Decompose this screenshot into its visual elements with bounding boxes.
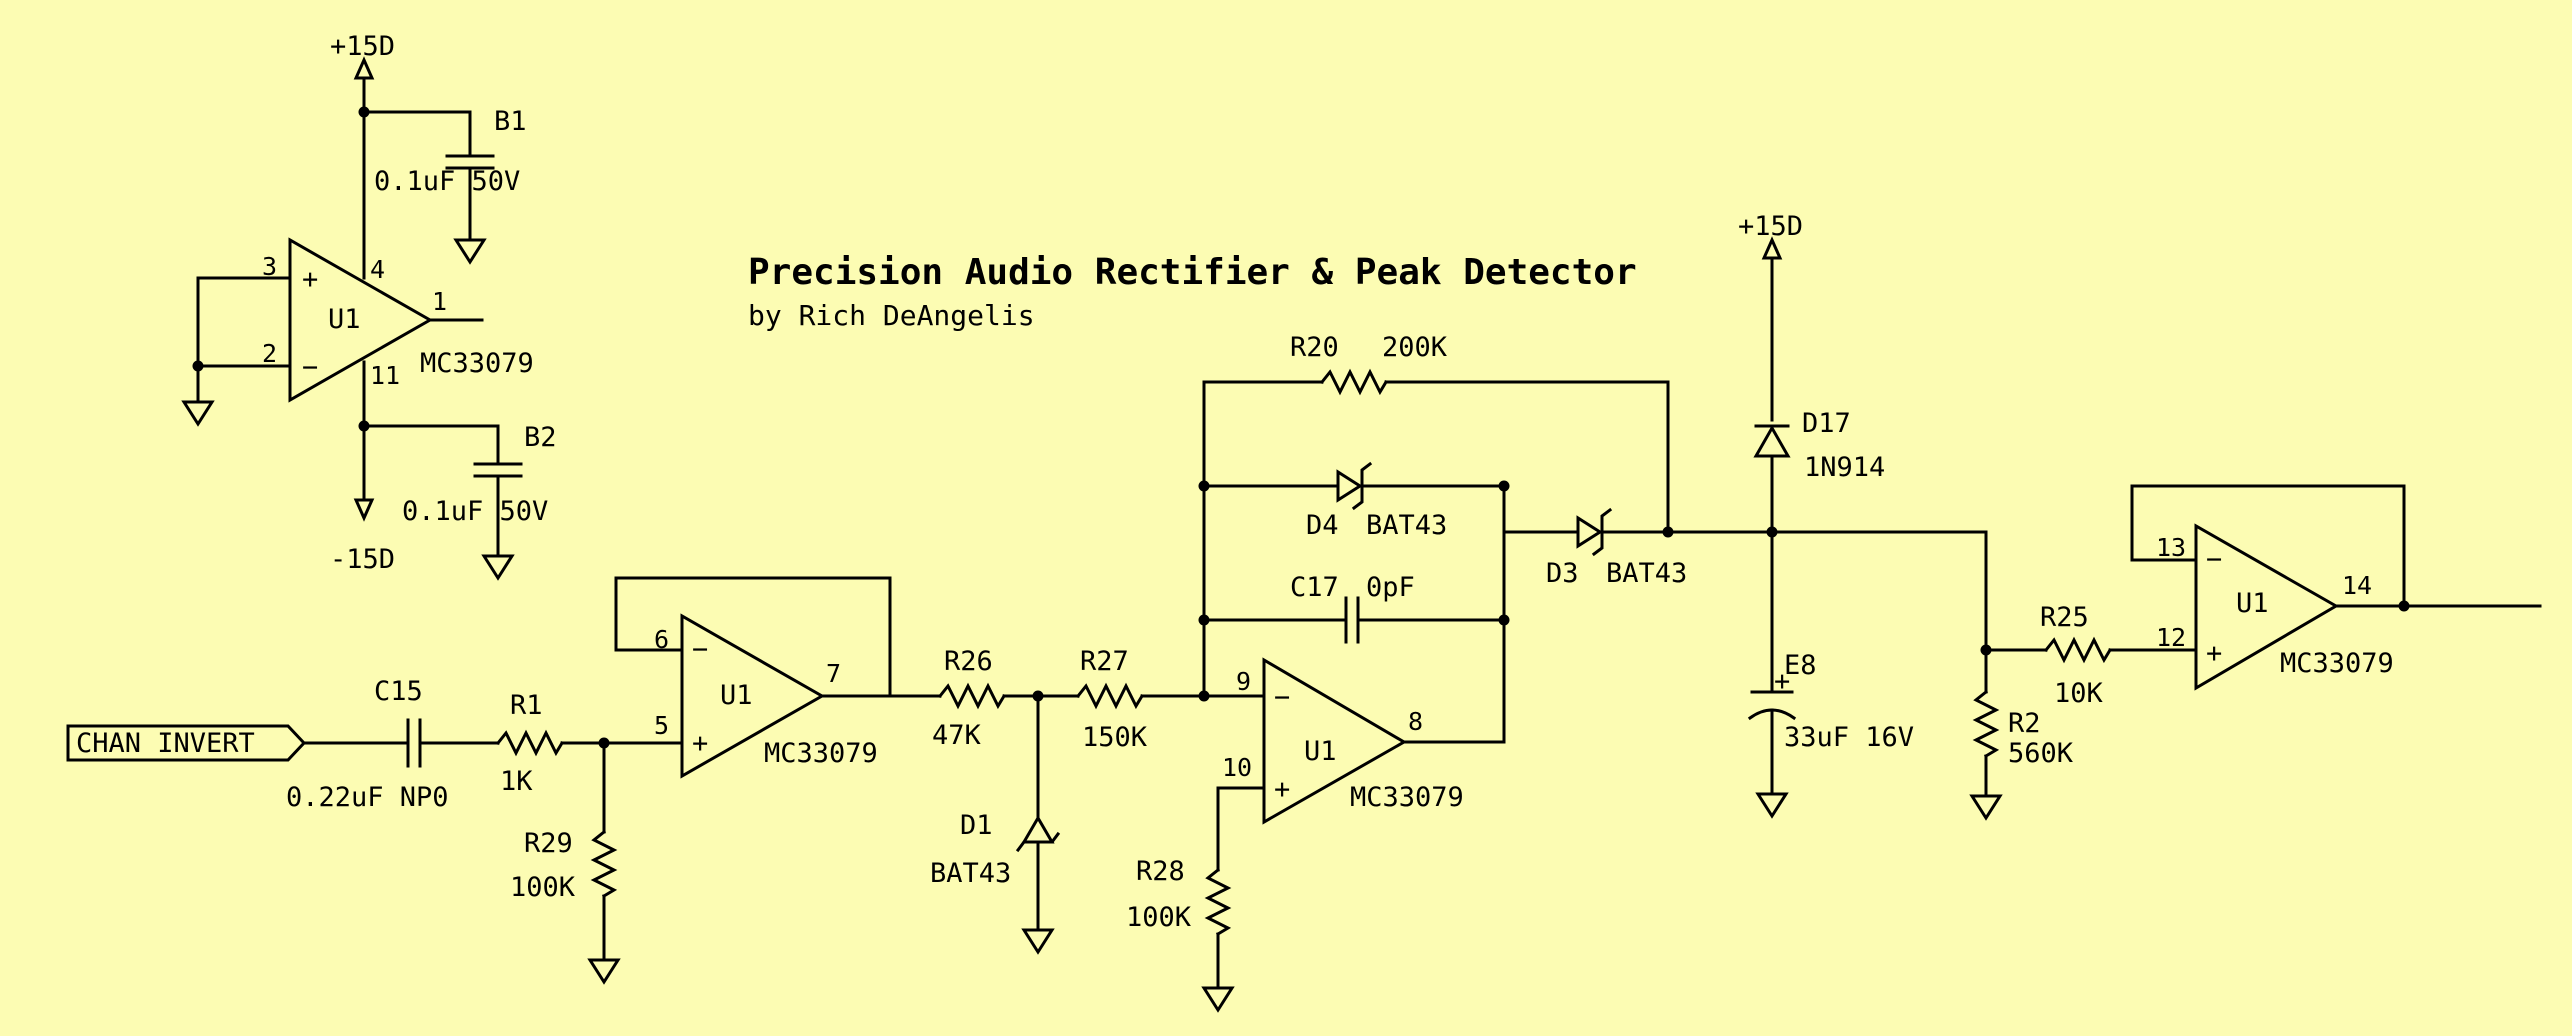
opamp-output-ref: U1 <box>2236 588 2269 619</box>
d4-ref: D4 <box>1306 510 1339 541</box>
d1-ref: D1 <box>960 810 993 841</box>
input-port-label: CHAN INVERT <box>76 728 255 759</box>
peak-detector: +15D D17 1N914 + E8 33uF 16V R2 560K R25… <box>1666 211 2198 821</box>
svg-text:12: 12 <box>2156 623 2186 652</box>
input-port-chan-invert <box>66 724 307 762</box>
opamp-rectifier-part: MC33079 <box>1350 782 1464 813</box>
b2-ref: B2 <box>524 422 557 453</box>
svg-text:+: + <box>1274 774 1290 805</box>
ground-icon <box>1201 986 1235 1013</box>
svg-text:+: + <box>302 264 318 295</box>
ground-icon <box>1969 794 2003 821</box>
power-arrow-up-icon <box>353 56 375 80</box>
e8-value: 33uF 16V <box>1784 722 1914 753</box>
opamp-power-ref: U1 <box>328 304 361 335</box>
r26-value: 47K <box>932 720 982 751</box>
d4-value: BAT43 <box>1366 510 1447 541</box>
ground-icon <box>481 554 515 581</box>
r25-ref: R25 <box>2040 602 2089 633</box>
opamp-buffer-symbol <box>680 613 826 779</box>
svg-text:10: 10 <box>1222 753 1252 782</box>
svg-text:1: 1 <box>432 287 447 316</box>
power-d17-label: +15D <box>1738 211 1803 242</box>
r1-value: 1K <box>500 766 533 797</box>
r29-ref: R29 <box>524 828 573 859</box>
ground-icon <box>181 400 215 427</box>
opamp-power-part: MC33079 <box>420 348 534 379</box>
svg-text:−: − <box>692 634 708 665</box>
c15-ref: C15 <box>374 676 423 707</box>
svg-text:9: 9 <box>1236 667 1251 696</box>
diode-d4-icon <box>1336 469 1363 503</box>
r2-value: 560K <box>2008 738 2074 769</box>
e8-ref: E8 <box>1784 650 1817 681</box>
svg-text:6: 6 <box>654 625 669 654</box>
ground-icon <box>587 958 621 985</box>
svg-text:8: 8 <box>1408 707 1423 736</box>
r28-ref: R28 <box>1136 856 1185 887</box>
diagram-author: by Rich DeAngelis <box>748 299 1035 332</box>
r20-value: 200K <box>1382 332 1448 363</box>
diagram-title: Precision Audio Rectifier & Peak Detecto… <box>748 252 1637 293</box>
r27-ref: R27 <box>1080 646 1129 677</box>
c15-value: 0.22uF NP0 <box>286 782 449 813</box>
d17-ref: D17 <box>1802 408 1851 439</box>
r27-value: 150K <box>1082 722 1148 753</box>
r2-ref: R2 <box>2008 708 2041 739</box>
diode-d17-icon <box>1753 424 1791 458</box>
b2-value: 0.1uF 50V <box>402 496 548 527</box>
svg-text:+: + <box>692 728 708 759</box>
svg-text:+: + <box>1774 666 1790 697</box>
r28-value: 100K <box>1126 902 1192 933</box>
svg-text:7: 7 <box>826 659 841 688</box>
d17-value: 1N914 <box>1804 452 1885 483</box>
svg-text:11: 11 <box>370 361 400 390</box>
ground-icon <box>453 238 487 265</box>
buffer-stage: − + U1 MC33079 6 5 7 R26 47K D1 BAT43 R2… <box>614 576 1206 955</box>
d3-value: BAT43 <box>1606 558 1687 589</box>
b1-ref: B1 <box>494 106 527 137</box>
c17-ref: C17 <box>1290 572 1339 603</box>
power-arrow-down-icon <box>353 498 375 522</box>
power-section: +15D B1 0.1uF 50V + − U1 MC33079 3 2 1 4… <box>181 31 557 581</box>
d3-ref: D3 <box>1546 558 1579 589</box>
svg-text:+: + <box>2206 638 2222 669</box>
opamp-output-symbol <box>2194 523 2339 691</box>
opamp-power-symbol <box>288 237 434 403</box>
c17-value: 0pF <box>1366 572 1415 603</box>
svg-text:4: 4 <box>370 255 385 284</box>
ground-icon <box>1755 792 1789 819</box>
power-arrow-up-icon <box>1761 236 1783 260</box>
ground-icon <box>1021 928 1055 955</box>
svg-text:14: 14 <box>2342 571 2372 600</box>
r20-ref: R20 <box>1290 332 1339 363</box>
opamp-output-part: MC33079 <box>2280 648 2394 679</box>
r26-ref: R26 <box>944 646 993 677</box>
input-stage: CHAN INVERT C15 0.22uF NP0 R1 1K R29 100… <box>66 676 684 985</box>
svg-text:5: 5 <box>654 711 669 740</box>
b1-value: 0.1uF 50V <box>374 166 520 197</box>
output-stage: − + U1 MC33079 13 12 14 <box>2130 484 2542 691</box>
d1-value: BAT43 <box>930 858 1011 889</box>
diode-d3-icon <box>1576 515 1603 549</box>
power-top-label: +15D <box>330 31 395 62</box>
opamp-buffer-ref: U1 <box>720 680 753 711</box>
svg-text:3: 3 <box>262 252 277 281</box>
r1-ref: R1 <box>510 690 543 721</box>
r29-value: 100K <box>510 872 576 903</box>
opamp-rectifier-ref: U1 <box>1304 736 1337 767</box>
svg-text:−: − <box>2206 544 2222 575</box>
svg-text:−: − <box>302 352 318 383</box>
opamp-buffer-part: MC33079 <box>764 738 878 769</box>
svg-text:13: 13 <box>2156 533 2186 562</box>
opamp-rectifier-symbol <box>1262 657 1407 825</box>
rectifier-stage: − + U1 MC33079 9 10 8 R28 100K R20 200K … <box>1126 332 1687 1013</box>
svg-text:−: − <box>1274 682 1290 713</box>
r25-value: 10K <box>2054 678 2104 709</box>
diode-d1-icon <box>1021 815 1055 844</box>
power-bottom-label: -15D <box>330 544 395 575</box>
svg-text:2: 2 <box>262 339 277 368</box>
